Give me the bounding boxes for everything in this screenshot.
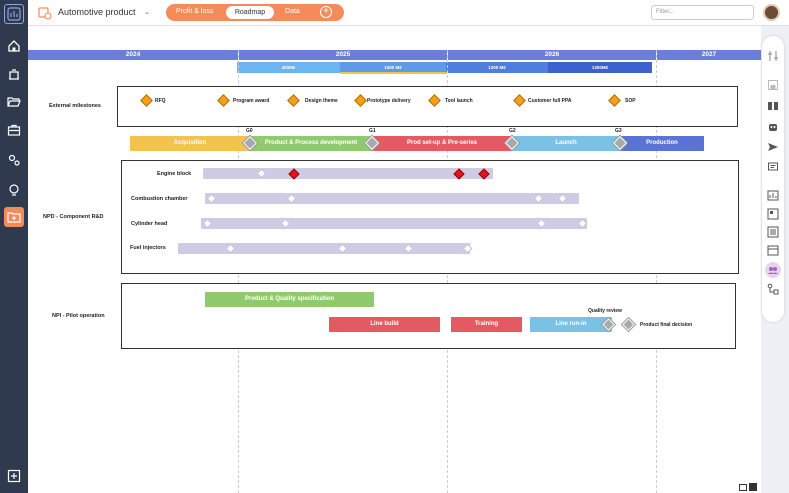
lightbulb-icon[interactable] (4, 180, 24, 200)
phase-development[interactable]: Product & Process development (250, 136, 372, 151)
milestone-label: Design theme (305, 98, 338, 104)
filter-input[interactable]: Filter... (651, 5, 754, 20)
phase-production[interactable]: Production (620, 136, 704, 151)
npd-box (121, 160, 739, 274)
sliders-icon[interactable] (765, 48, 781, 64)
grid-panel-icon[interactable] (765, 206, 781, 222)
component-label: Cylinder head (131, 221, 168, 227)
home-icon[interactable] (4, 36, 24, 56)
year-2026: 2026 (448, 50, 656, 60)
factory-icon[interactable] (4, 64, 24, 84)
briefcase-icon[interactable] (4, 120, 24, 140)
left-sidebar (0, 0, 28, 493)
component-label: Engine block (157, 171, 192, 177)
component-bar[interactable] (178, 243, 470, 254)
row-label-external: External milestones (49, 103, 101, 109)
budget-1000: 1000 M€ (340, 62, 446, 73)
phase-acquisition[interactable]: Acquisition (130, 136, 250, 151)
quality-review-label: Quality review (588, 308, 622, 314)
book-icon[interactable] (765, 98, 781, 114)
component-bar[interactable] (205, 193, 579, 204)
milestone-label: Tool launch (445, 98, 473, 104)
flow-icon[interactable] (765, 281, 781, 297)
send-icon[interactable] (765, 139, 781, 155)
edit-icon[interactable] (749, 483, 757, 491)
phase-prod-setup[interactable]: Prod set-up & Pre-series (372, 136, 512, 151)
pilot-training-bar[interactable]: Training (451, 317, 522, 332)
budget-1200: 1200 M€ (446, 62, 548, 73)
gate-label: G0 (246, 128, 253, 134)
component-bar[interactable] (201, 218, 587, 229)
tab-profit-loss[interactable]: Profit & loss (176, 8, 214, 15)
gate-label: G2 (509, 128, 516, 134)
avatar[interactable] (763, 4, 780, 21)
product-icon (38, 6, 52, 20)
phase-launch[interactable]: Launch (512, 136, 620, 151)
chevron-down-icon[interactable]: ⌄ (144, 9, 150, 16)
folder-active-icon[interactable] (4, 207, 24, 227)
gate-label: G1 (369, 128, 376, 134)
comment-icon[interactable] (765, 159, 781, 175)
year-2025: 2025 (239, 50, 447, 60)
product-title[interactable]: Automotive product (58, 7, 136, 17)
budget-400: 400M€ (237, 62, 340, 73)
save-icon[interactable] (765, 77, 781, 93)
milestone-label: SOP (625, 98, 636, 104)
calendar-icon[interactable] (765, 242, 781, 258)
component-bar[interactable] (203, 168, 493, 179)
final-decision-label: Product final decision (640, 322, 693, 328)
budget-1300: 1300M€ (548, 62, 652, 73)
year-2024: 2024 (28, 50, 238, 60)
panel-toggle-icon[interactable] (739, 484, 747, 491)
milestone-label: Prototype delivery (367, 98, 411, 104)
app-logo-icon[interactable] (4, 4, 24, 24)
settings-icon[interactable] (4, 150, 24, 170)
users-icon[interactable] (765, 262, 781, 278)
row-label-npi: NPI - Pilot operation (52, 313, 105, 319)
component-label: Fuel injectors (130, 245, 166, 251)
right-toolbar (762, 36, 784, 322)
year-2027: 2027 (657, 50, 761, 60)
milestone-label: Program award (233, 98, 270, 104)
pilot-line-build-bar[interactable]: Line build (329, 317, 440, 332)
budget-highlight (340, 72, 447, 74)
list-panel-icon[interactable] (765, 224, 781, 240)
pilot-run-in-bar[interactable]: Line run-in (530, 317, 612, 332)
milestone-label: RFQ (155, 98, 166, 104)
tab-data[interactable]: Data (285, 8, 300, 15)
chart-panel-icon[interactable] (765, 187, 781, 203)
robot-icon[interactable] (765, 119, 781, 135)
add-tab-icon[interactable]: + (320, 6, 332, 18)
milestone-label: Customer full PPA (528, 98, 572, 104)
tab-roadmap[interactable]: Roadmap (226, 6, 274, 19)
component-label: Combustion chamber (131, 196, 188, 202)
pilot-spec-bar[interactable]: Product & Quality specification (205, 292, 374, 307)
folder-open-icon[interactable] (4, 92, 24, 112)
gate-label: G3 (615, 128, 622, 134)
top-bar: Automotive product ⌄ Profit & loss Roadm… (28, 0, 789, 26)
row-label-npd: NPD - Component R&D (43, 214, 104, 220)
add-icon[interactable] (4, 466, 24, 486)
external-milestones-box (117, 86, 738, 127)
